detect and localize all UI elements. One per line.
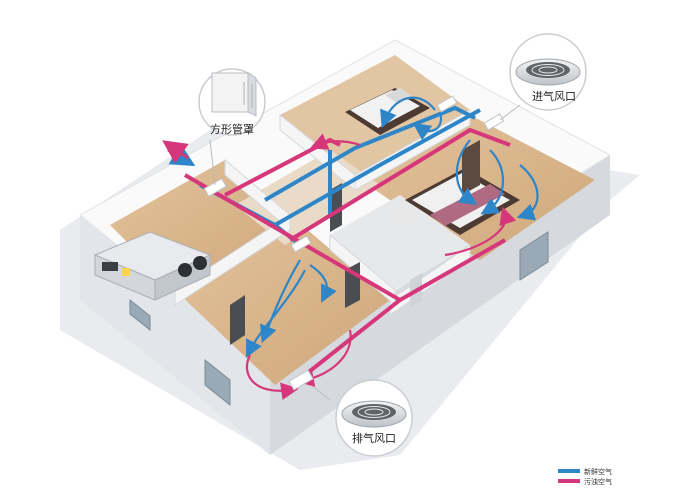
legend-fresh-label: 新鲜空气 (584, 467, 612, 476)
legend-stale-label: 污浊空气 (584, 477, 612, 486)
exhaust-vent-label: 排气风口 (352, 431, 396, 445)
legend-stale-air: 污浊空气 (558, 477, 612, 486)
legend-fresh-swatch (558, 469, 580, 473)
windows (129, 231, 549, 407)
legend: 新鲜空气 污浊空气 (558, 467, 612, 486)
fresh-air-flow-arrows (246, 96, 539, 358)
doors (230, 183, 422, 345)
ventilation-unit (93, 231, 212, 301)
stale-air-ducts (183, 127, 511, 377)
exhaust-vent-callout: 排气风口 (311, 379, 413, 457)
legend-fresh-air: 新鲜空气 (558, 467, 612, 476)
duct-cover-callout: 方形管罩 (198, 68, 266, 186)
supply-vent-callout: 进气风口 (499, 33, 587, 121)
legend-stale-swatch (558, 479, 580, 483)
duct-cover-label: 方形管罩 (210, 122, 254, 136)
wardrobe (462, 140, 480, 195)
supply-vent-label: 进气风口 (532, 89, 576, 103)
ceiling-grilles (203, 95, 505, 391)
outside-air-arrows (162, 140, 196, 167)
